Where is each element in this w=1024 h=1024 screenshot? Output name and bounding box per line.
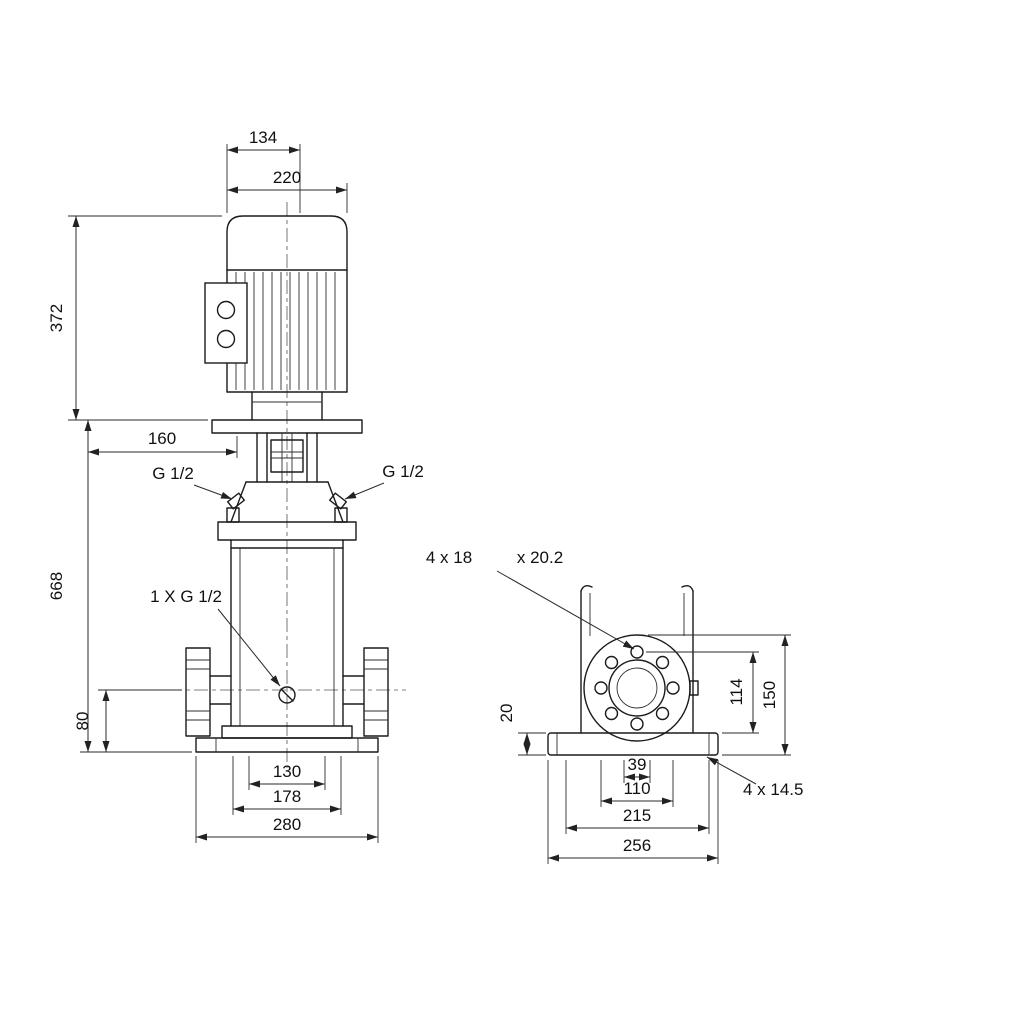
cable-entry-hole bbox=[216, 300, 236, 320]
dim-134-label: 134 bbox=[249, 128, 277, 147]
motor bbox=[204, 215, 363, 434]
drain-plug bbox=[278, 686, 296, 704]
dim-20-label: 20 bbox=[497, 704, 516, 723]
terminal-box bbox=[204, 282, 248, 364]
vent-plug-right bbox=[329, 492, 347, 510]
coupling-lantern bbox=[256, 432, 318, 483]
vent-plug-left bbox=[227, 492, 245, 510]
pump-column bbox=[580, 584, 694, 734]
bolt-holes-label: 4 x 18 bbox=[426, 548, 472, 567]
suction-flange bbox=[185, 647, 232, 737]
dim-130-label: 130 bbox=[273, 762, 301, 781]
discharge-flange bbox=[342, 647, 389, 737]
g12-left-label: G 1/2 bbox=[152, 464, 194, 483]
dim-178-label: 178 bbox=[273, 787, 301, 806]
dim-668-label: 668 bbox=[47, 572, 66, 600]
dim-114-label: 114 bbox=[727, 678, 746, 705]
pump-head bbox=[217, 481, 357, 541]
coupling bbox=[270, 439, 304, 473]
front-view: 134 220 372 160 668 80 1 bbox=[47, 128, 424, 843]
base-plate-side bbox=[547, 732, 719, 756]
bolt-holes bbox=[594, 645, 680, 731]
dim-39-label: 39 bbox=[628, 755, 647, 774]
side-view: 4 x 18 x 20.2 20 114 150 39 bbox=[426, 548, 804, 864]
dim-280-label: 280 bbox=[273, 815, 301, 834]
dim-160-label: 160 bbox=[148, 429, 176, 448]
g12-right-label: G 1/2 bbox=[382, 462, 424, 481]
port-flange-face bbox=[583, 634, 699, 742]
gauge-tap bbox=[689, 680, 699, 696]
dim-256-label: 256 bbox=[623, 836, 651, 855]
motor-flange bbox=[211, 419, 363, 434]
dim-150-label: 150 bbox=[760, 681, 779, 709]
cable-entry-hole bbox=[216, 329, 236, 349]
head-flange bbox=[217, 521, 357, 541]
side-dimensions: 4 x 18 x 20.2 20 114 150 39 bbox=[426, 548, 804, 864]
dim-215-label: 215 bbox=[623, 806, 651, 825]
motor-fins bbox=[235, 272, 336, 390]
counterbore-label: x 20.2 bbox=[517, 548, 563, 567]
dim-220-label: 220 bbox=[273, 168, 301, 187]
base-holes-label: 4 x 14.5 bbox=[743, 780, 804, 799]
drain-label: 1 X G 1/2 bbox=[150, 587, 222, 606]
pump-base bbox=[195, 725, 379, 753]
front-dimensions: 134 220 372 160 668 80 1 bbox=[47, 128, 424, 843]
dim-80-label: 80 bbox=[73, 712, 92, 731]
dim-372-label: 372 bbox=[47, 304, 66, 332]
dim-110-label: 110 bbox=[623, 779, 650, 798]
